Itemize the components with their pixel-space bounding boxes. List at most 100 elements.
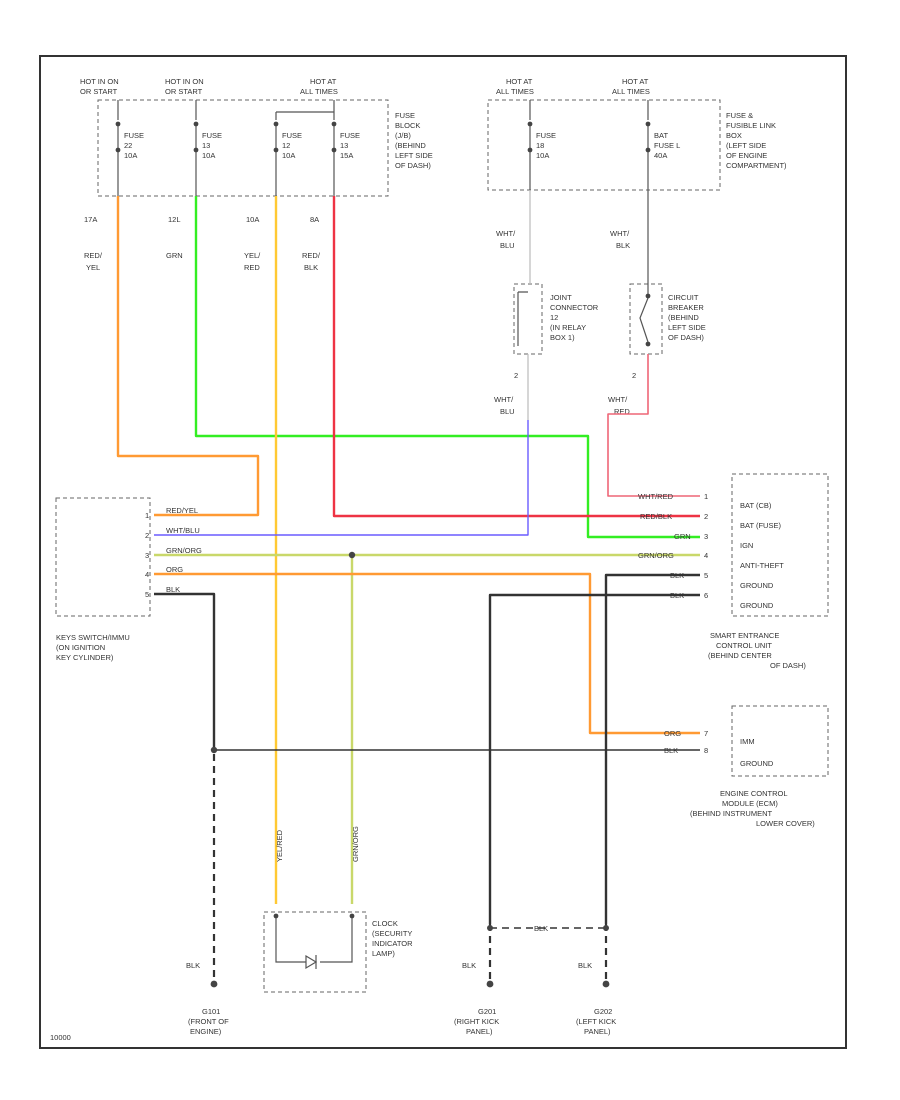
fuse-block-outline [97,99,389,197]
svg-text:KEYS SWITCH/IMMU: KEYS SWITCH/IMMU [56,633,130,642]
key-switch-pins: 1 2 3 4 5 [145,511,149,599]
svg-text:WHT/: WHT/ [610,229,630,238]
pin-label: 5 [704,571,708,580]
terminal-label: IMM [740,737,755,746]
svg-text:IGN: IGN [740,541,753,550]
svg-text:FUSE: FUSE [282,131,302,140]
desc-line: (ON IGNITION [56,643,105,652]
svg-text:RED/: RED/ [84,251,103,260]
desc-line: PANEL) [466,1027,493,1036]
smart-unit-description: SMART ENTRANCE CONTROL UNIT (BEHIND CENT… [708,631,806,670]
desc-line: PANEL) [584,1027,611,1036]
desc-line: (IN RELAY [550,323,586,332]
desc-line: LEFT SIDE [668,323,706,332]
svg-text:BREAKER: BREAKER [668,303,704,312]
svg-text:BAT (CB): BAT (CB) [740,501,772,510]
fuse-label: FUSE L [654,141,680,150]
svg-text:COMPARTMENT): COMPARTMENT) [726,161,787,170]
svg-text:JOINT: JOINT [550,293,572,302]
svg-text:2: 2 [632,371,636,380]
wire-color-label: ORG [166,565,183,574]
circuit-label: 8A [310,215,319,224]
splice-dot [487,925,493,931]
desc-line: G201 [478,1007,496,1016]
desc-line: (SECURITY [372,929,412,938]
wire-color-label: ORG [664,729,681,738]
svg-text:GROUND: GROUND [740,601,774,610]
svg-text:G101: G101 [202,1007,220,1016]
splice-dot [348,551,356,559]
svg-text:18: 18 [536,141,544,150]
svg-text:8A: 8A [310,215,319,224]
svg-text:GRN: GRN [674,532,691,541]
wire-color-label: GRN/ORG [638,551,674,560]
diagram-frame [39,55,847,1049]
svg-text:OF DASH): OF DASH) [395,161,431,170]
svg-text:FUSE: FUSE [395,111,415,120]
ecm-outline [731,705,829,777]
circuit-label: 12L [168,215,181,224]
terminal-label: BAT (FUSE) [740,521,781,530]
svg-text:BLOCK: BLOCK [395,121,420,130]
svg-text:CONNECTOR: CONNECTOR [550,303,599,312]
svg-text:FUSE L: FUSE L [654,141,680,150]
fuse-label: 15A [340,151,353,160]
joint-connector-symbol [517,291,528,346]
fuse-label: FUSE [282,131,302,140]
svg-text:RED: RED [244,263,260,272]
right-wire-labels: WHT/ BLU WHT/ BLK WHT/ BLU WHT/ RED 2 2 [494,229,636,416]
svg-text:BAT (FUSE): BAT (FUSE) [740,521,781,530]
ecm-description: ENGINE CONTROL MODULE (ECM) (BEHIND INST… [690,789,815,828]
desc-line: KEYS SWITCH/IMMU [56,633,130,642]
wire-color-label: BLK [534,924,548,933]
desc-line: G101 [202,1007,220,1016]
svg-text:YEL/: YEL/ [244,251,261,260]
svg-text:HOT IN ON: HOT IN ON [165,77,204,86]
hot-label: HOT AT [506,77,533,86]
circuit-breaker-outline [629,283,663,355]
svg-text:RED/BLK: RED/BLK [640,512,672,521]
svg-text:WHT/: WHT/ [608,395,628,404]
svg-text:HOT AT: HOT AT [310,77,337,86]
fuse-label: 10A [536,151,549,160]
svg-text:CLOCK: CLOCK [372,919,398,928]
svg-text:FUSE: FUSE [202,131,222,140]
svg-text:4: 4 [145,570,149,579]
svg-text:HOT IN ON: HOT IN ON [80,77,119,86]
pin-label: 2 [704,512,708,521]
desc-line: (RIGHT KICK [454,1017,499,1026]
svg-text:LOWER COVER): LOWER COVER) [756,819,815,828]
svg-text:G201: G201 [478,1007,496,1016]
svg-text:GRN/ORG: GRN/ORG [166,546,202,555]
svg-text:LEFT SIDE: LEFT SIDE [395,151,433,160]
hot-label: HOT IN ON [80,77,119,86]
svg-text:(FRONT OF: (FRONT OF [188,1017,229,1026]
hot-label: ALL TIMES [300,87,338,96]
desc-line: SMART ENTRANCE [710,631,779,640]
svg-text:2: 2 [514,371,518,380]
wire-color-label: BLK [186,961,200,970]
terminal-label: GROUND [740,601,774,610]
terminal-label: IGN [740,541,753,550]
svg-text:MODULE (ECM): MODULE (ECM) [722,799,778,808]
svg-text:4: 4 [704,551,708,560]
circuit-breaker-symbol [639,190,651,347]
svg-text:BAT: BAT [654,131,668,140]
svg-text:ORG: ORG [166,565,183,574]
svg-text:(RIGHT KICK: (RIGHT KICK [454,1017,499,1026]
fuse-label: FUSE [536,131,556,140]
svg-text:BOX 1): BOX 1) [550,333,575,342]
wire-color-label: YEL/ [244,251,261,260]
desc-line: OF DASH) [770,661,806,670]
svg-text:PANEL): PANEL) [584,1027,611,1036]
svg-text:FUSE: FUSE [340,131,360,140]
svg-text:RED: RED [614,407,630,416]
desc-line: OF DASH) [395,161,431,170]
wire-color-label: BLK [616,241,630,250]
wire-wht-blu-upper [527,190,531,420]
terminal-label: GROUND [740,581,774,590]
smart-unit-terminals: BAT (CB) BAT (FUSE) IGN ANTI-THEFT GROUN… [740,501,784,610]
figure-id-text: 10000 [50,1033,71,1042]
hot-label: HOT AT [310,77,337,86]
desc-line: CLOCK [372,919,398,928]
